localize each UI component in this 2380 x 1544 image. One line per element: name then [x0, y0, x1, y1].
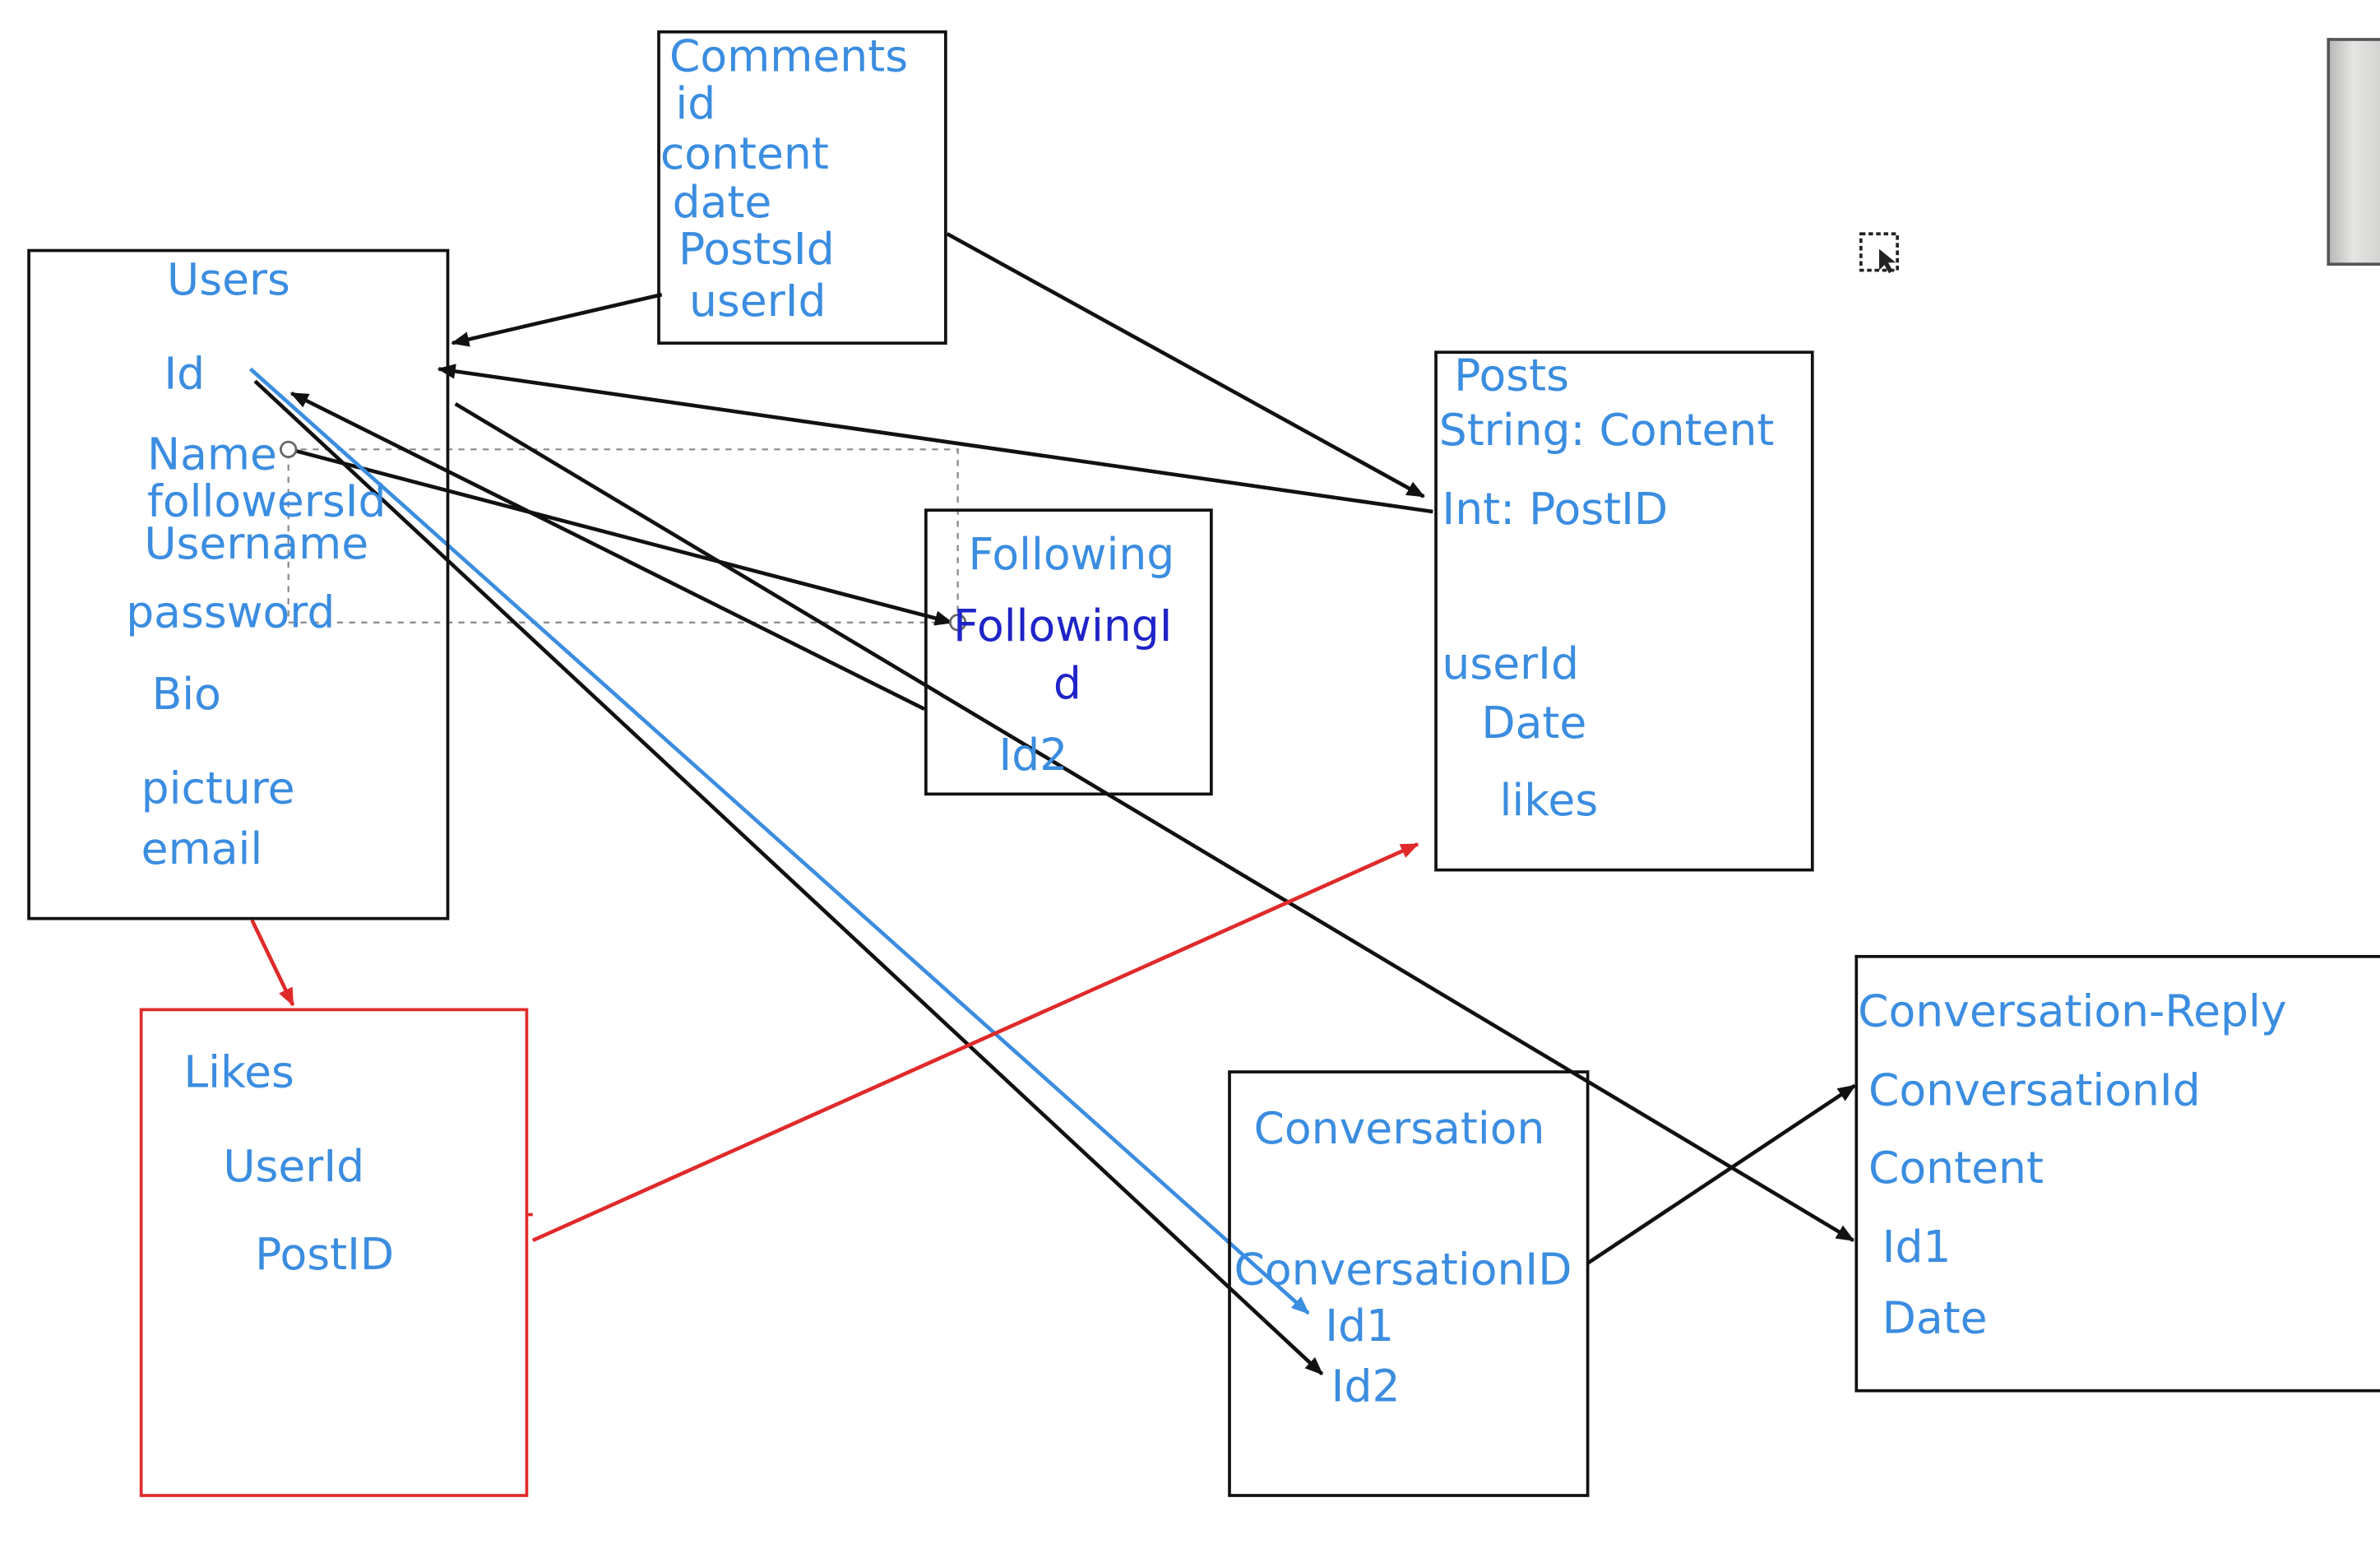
connector-handle-start: [280, 440, 298, 458]
users-field-username: Username: [144, 517, 369, 570]
posts-title: Posts: [1454, 349, 1570, 401]
comments-field-postsid: PostsId: [678, 223, 835, 276]
comments-posts-connector: [946, 232, 1425, 498]
conversation-field-id1: Id1: [1325, 1299, 1395, 1352]
likes-field-postid: PostID: [255, 1228, 395, 1280]
posts-field-postid: Int: PostID: [1442, 482, 1669, 535]
conversation-reply-entity[interactable]: [1854, 954, 2380, 1393]
posts-field-likes: likes: [1499, 774, 1599, 827]
conversation-reply-field-id1: Id1: [1882, 1220, 1952, 1273]
users-likes-connector: [250, 919, 295, 1007]
users-following-connector: [289, 447, 954, 626]
conversation-title: Conversation: [1253, 1101, 1545, 1154]
users-title: Users: [167, 253, 290, 305]
following-field-followingid[interactable]: FollowingI: [953, 600, 1173, 651]
conversation-reply-title: Conversation-Reply: [1858, 985, 2287, 1037]
conversation-field-id2: Id2: [1331, 1360, 1401, 1412]
conversation-reply-field-date: Date: [1882, 1291, 1988, 1344]
following-title: Following: [968, 528, 1175, 581]
posts-field-userid: userId: [1442, 638, 1579, 689]
likes-entity[interactable]: [139, 1008, 529, 1497]
conversation-reply-field-conversationid: ConversationId: [1868, 1064, 2201, 1116]
conversation-reply-field-content: Content: [1868, 1141, 2044, 1194]
users-conversation-id2-connector: [253, 379, 1324, 1376]
likes-field-userid: UserId: [223, 1140, 365, 1192]
conversation-reply-connector: [1586, 1083, 1856, 1265]
likes-posts-connector: [531, 842, 1419, 1243]
comments-field-content: content: [660, 128, 829, 179]
posts-field-content: String: Content: [1438, 403, 1775, 456]
connector-handle-end: [949, 614, 967, 632]
conversation-entity[interactable]: [1228, 1070, 1590, 1497]
comments-field-date: date: [672, 176, 772, 228]
users-entity[interactable]: [27, 248, 450, 920]
comments-users-connector: [451, 292, 663, 347]
users-field-followersid: followersId: [147, 475, 387, 527]
following-field-id2: Id2: [998, 728, 1068, 781]
posts-field-date: Date: [1481, 697, 1587, 749]
users-field-password: password: [126, 586, 336, 638]
comments-entity[interactable]: [657, 30, 947, 345]
conversation-field-conversationid: ConversationID: [1234, 1243, 1572, 1296]
selection-cursor-icon[interactable]: [1858, 231, 1903, 276]
posts-users-connector: [437, 364, 1433, 514]
selection-bounding-box: [287, 448, 959, 624]
webcam-thumbnail: [2327, 38, 2380, 266]
users-field-id: Id: [164, 347, 206, 400]
users-field-email: email: [141, 823, 263, 875]
users-field-picture: picture: [141, 762, 295, 814]
users-field-bio: Bio: [151, 668, 221, 720]
likes-title: Likes: [183, 1046, 294, 1098]
following-entity[interactable]: [924, 508, 1213, 796]
users-conversation-reply-connector: [454, 401, 1855, 1242]
users-conversation-id1-connector: [249, 367, 1310, 1315]
following-field-followingid-wrap: d: [1053, 657, 1081, 709]
comments-field-id: id: [675, 77, 716, 129]
comments-field-userid: userId: [688, 275, 827, 327]
posts-entity[interactable]: [1434, 350, 1814, 872]
comments-title: Comments: [669, 30, 909, 82]
users-field-name: Name: [147, 428, 277, 480]
following-users-connector: [289, 391, 926, 712]
